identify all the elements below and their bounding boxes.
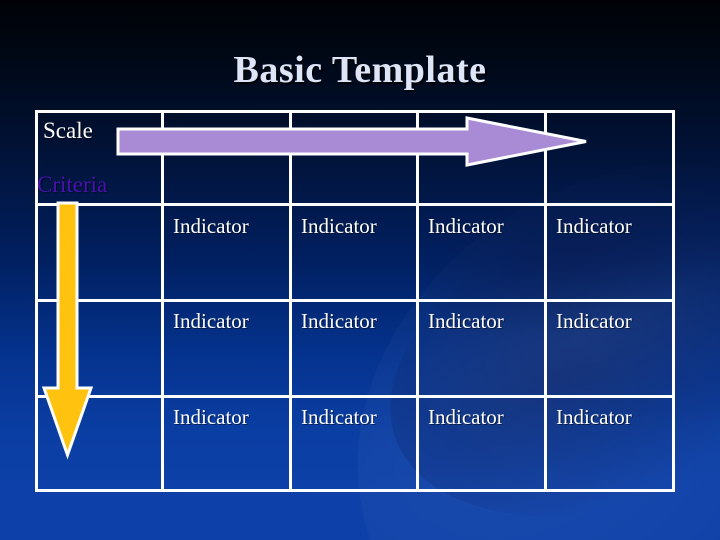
table-cell-indicator: Indicator	[301, 309, 377, 333]
table-cell-indicator: Indicator	[301, 405, 377, 429]
table-col-divider	[289, 110, 292, 492]
table-col-divider	[544, 110, 547, 492]
axis-label-criteria: Criteria	[37, 172, 108, 197]
slide-title: Basic Template	[233, 49, 487, 91]
table-cell-indicator: Indicator	[173, 309, 249, 333]
table-row-divider	[35, 395, 675, 398]
table-cell-indicator: Indicator	[428, 405, 504, 429]
table-cell-indicator: Indicator	[556, 405, 632, 429]
table-border-bottom	[35, 489, 675, 492]
table-cell-indicator: Indicator	[428, 309, 504, 333]
axis-label-scale: Scale	[43, 118, 93, 143]
table-row-divider	[35, 299, 675, 302]
table-border-left	[35, 110, 38, 492]
table-cell-indicator: Indicator	[428, 214, 504, 238]
table-cell-indicator: Indicator	[556, 309, 632, 333]
table-cell-indicator: Indicator	[556, 214, 632, 238]
matrix-table: Scale Criteria Indicator Indicator Indic…	[35, 110, 675, 492]
table-col-divider	[416, 110, 419, 492]
table-border-top	[35, 110, 675, 113]
table-cell-indicator: Indicator	[173, 214, 249, 238]
table-row-divider	[35, 203, 675, 206]
table-col-divider	[161, 110, 164, 492]
table-cell-indicator: Indicator	[173, 405, 249, 429]
table-border-right	[672, 110, 675, 492]
table-cell-indicator: Indicator	[301, 214, 377, 238]
